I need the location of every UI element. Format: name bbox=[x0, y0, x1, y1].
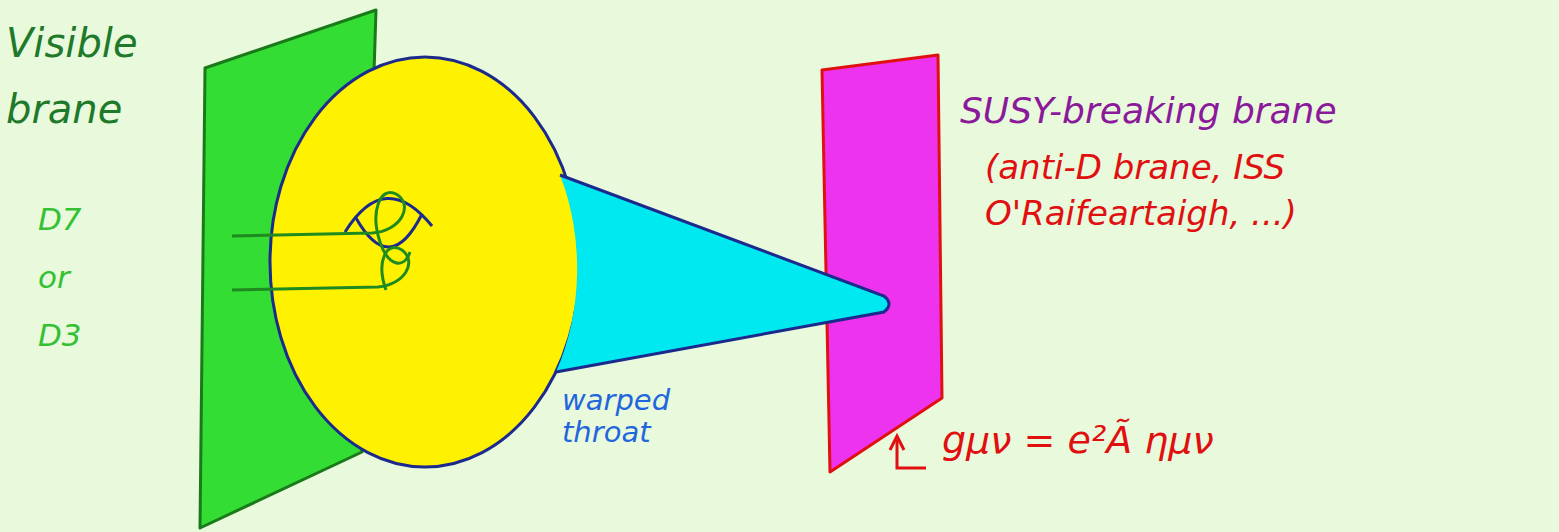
brane-examples: (anti-D brane, ISS O'Raifeartaigh, ...) bbox=[985, 144, 1455, 236]
brane-type-holder: D7 or D3 bbox=[38, 190, 94, 364]
torus-hole bbox=[356, 214, 422, 247]
throat-label: warped throat bbox=[562, 384, 712, 448]
wrapped-brane bbox=[232, 193, 410, 264]
brane-title-holder: Visible brane bbox=[6, 10, 181, 142]
wrapped-brane bbox=[232, 248, 409, 290]
brane-title: Visible brane bbox=[6, 10, 181, 142]
susy-breaking-brane-outline bbox=[822, 55, 942, 472]
arrow-head bbox=[890, 436, 904, 450]
metric-formula-holder: gμν = e²Ã ημν bbox=[942, 416, 1462, 464]
brane-title-holder: SUSY-breaking brane bbox=[960, 88, 1520, 134]
torus-hole bbox=[345, 198, 432, 232]
torus bbox=[270, 57, 580, 467]
brane-type: D7 or D3 bbox=[38, 190, 94, 364]
brane-examples-holder: (anti-D brane, ISS O'Raifeartaigh, ...) bbox=[985, 144, 1455, 236]
throat-outline bbox=[556, 175, 889, 372]
warped-throat bbox=[556, 175, 889, 372]
metric-formula: gμν = e²Ã ημν bbox=[942, 416, 1462, 464]
brane-title: SUSY-breaking brane bbox=[960, 88, 1520, 134]
throat-label-holder: warped throat bbox=[562, 384, 712, 448]
